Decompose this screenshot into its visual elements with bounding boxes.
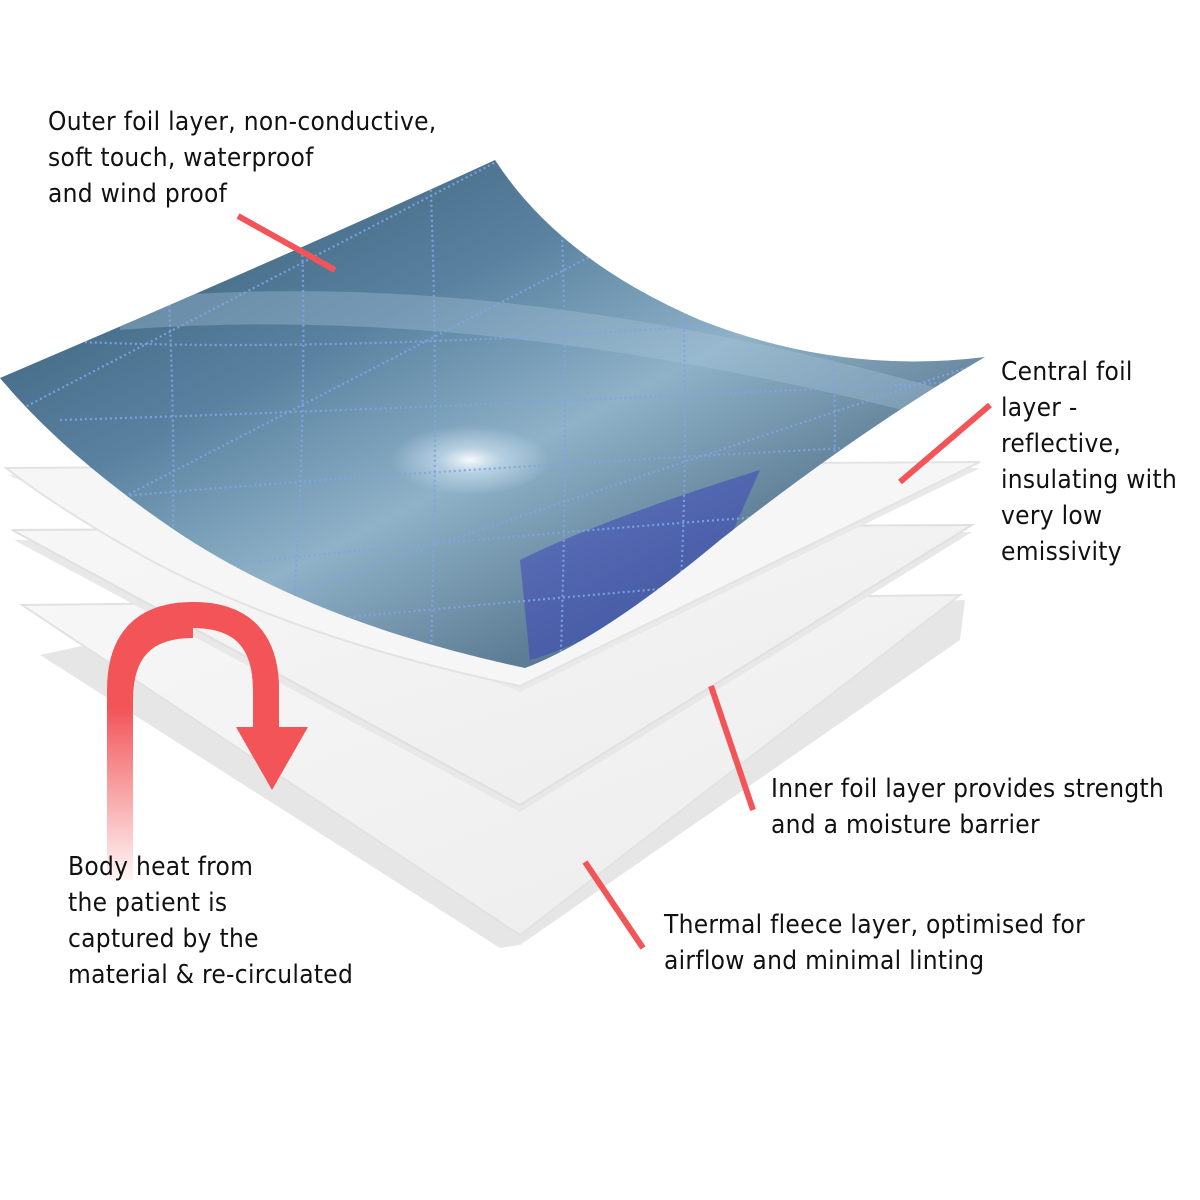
label-central-foil: Central foil layer - reflective, insulat… xyxy=(1001,357,1178,567)
leader-central-foil xyxy=(898,402,992,485)
label-body-heat: Body heat from the patient is captured b… xyxy=(68,852,354,990)
leader-outer-foil xyxy=(236,213,337,273)
leader-lines xyxy=(236,213,992,950)
leader-fleece xyxy=(582,860,646,950)
label-inner-foil: Inner foil layer provides strength and a… xyxy=(771,774,1165,840)
label-outer-foil: Outer foil layer, non-conductive, soft t… xyxy=(48,107,437,209)
leader-inner-foil xyxy=(708,685,756,811)
outer-foil-sheet xyxy=(0,160,985,668)
label-fleece: Thermal fleece layer, optimised for airf… xyxy=(664,910,1086,976)
u-turn-down-arrow-icon xyxy=(107,601,308,880)
